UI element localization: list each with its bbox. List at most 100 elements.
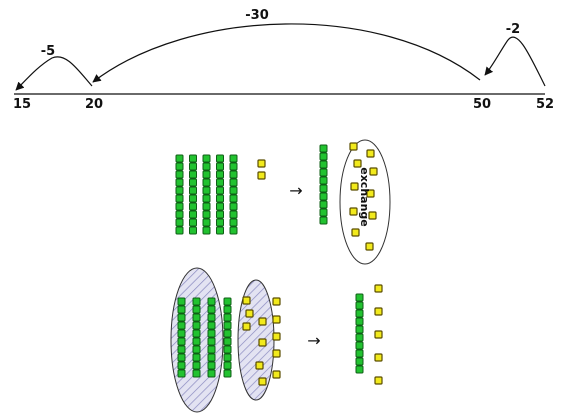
row1-start-group	[175, 154, 266, 235]
rod-cell	[216, 186, 224, 195]
rod-cell	[189, 226, 197, 235]
one-cube	[368, 211, 377, 220]
rod-cell	[189, 154, 197, 163]
one-cube	[374, 376, 383, 385]
ten-rod	[192, 297, 201, 378]
rod-cell	[229, 210, 238, 219]
rod-cell	[202, 226, 211, 235]
rod-cell	[207, 321, 216, 330]
row2-result-group	[355, 284, 383, 385]
rod-cell	[175, 186, 184, 195]
rod-cell	[216, 226, 224, 235]
tick-label-20: 20	[85, 97, 103, 112]
rod-cell	[319, 160, 328, 169]
rod-cell	[319, 208, 328, 217]
one-cube	[366, 189, 375, 198]
rod-cell	[216, 218, 224, 227]
rod-cell	[192, 353, 201, 362]
rod-cell	[216, 210, 224, 219]
one-cube	[272, 349, 281, 358]
one-cube	[258, 317, 267, 326]
rod-cell	[355, 333, 364, 342]
rod-cell	[355, 317, 364, 326]
one-cube	[351, 228, 360, 237]
rod-cell	[355, 301, 364, 310]
number-line: -2 -30 -5 15 20 50 52	[13, 8, 554, 112]
rod-cell	[229, 186, 238, 195]
rod-cell	[229, 178, 238, 187]
rod-cell	[177, 321, 186, 330]
ten-rod	[202, 154, 211, 235]
ten-rod	[319, 144, 328, 225]
one-cube	[374, 330, 383, 339]
rod-cell	[177, 369, 186, 378]
rod-cell	[189, 202, 197, 211]
rod-cell	[192, 345, 201, 354]
rod-cell	[175, 178, 184, 187]
rod-cell	[319, 184, 328, 193]
rod-cell	[175, 154, 184, 163]
rod-cell	[207, 369, 216, 378]
rod-cell	[189, 194, 197, 203]
rod-cell	[319, 200, 328, 209]
rod-cell	[202, 202, 211, 211]
rod-cell	[319, 176, 328, 185]
one-cube	[366, 149, 375, 158]
ten-rod	[229, 154, 238, 235]
rod-cell	[319, 168, 328, 177]
rod-cell	[207, 353, 216, 362]
exchange-label: exchange	[358, 167, 371, 227]
rod-cell	[207, 337, 216, 346]
row1-result-group: exchange	[319, 139, 391, 265]
rod-cell	[202, 186, 211, 195]
rod-cell	[223, 305, 232, 314]
rod-cell	[229, 202, 238, 211]
rod-cell	[223, 361, 232, 370]
rod-cell	[192, 305, 201, 314]
rod-cell	[223, 329, 232, 338]
rod-cell	[202, 210, 211, 219]
rod-cell	[223, 313, 232, 322]
rod-cell	[229, 218, 238, 227]
rod-cell	[216, 194, 224, 203]
one-cube	[353, 159, 362, 168]
rod-cell	[192, 361, 201, 370]
rod-cell	[319, 144, 328, 153]
rod-cell	[177, 305, 186, 314]
rod-cell	[177, 313, 186, 322]
one-cube	[272, 315, 281, 324]
ten-rod	[177, 297, 186, 378]
rod-cell	[207, 297, 216, 306]
one-cube	[374, 284, 383, 293]
one-cube	[245, 309, 254, 318]
jump-label-minus-5: -5	[41, 44, 55, 59]
rod-cell	[192, 329, 201, 338]
one-cube	[272, 297, 281, 306]
one-cube	[374, 353, 383, 362]
jump-label-minus-30: -30	[245, 8, 269, 23]
rod-cell	[223, 353, 232, 362]
rod-cell	[177, 345, 186, 354]
rod-cell	[202, 154, 211, 163]
rod-cell	[207, 361, 216, 370]
row2-start-group	[170, 267, 281, 413]
rod-cell	[189, 186, 197, 195]
rod-cell	[175, 226, 184, 235]
ten-rod	[175, 154, 184, 235]
rod-cell	[177, 297, 186, 306]
one-cube	[258, 377, 267, 386]
rod-cell	[202, 170, 211, 179]
one-cube	[257, 159, 266, 168]
rod-cell	[355, 325, 364, 334]
rod-cell	[319, 216, 328, 225]
tick-label-15: 15	[13, 97, 31, 112]
rod-cell	[319, 152, 328, 161]
jump-label-minus-2: -2	[506, 22, 520, 37]
rod-cell	[223, 297, 232, 306]
tick-label-52: 52	[536, 97, 554, 112]
rod-cell	[355, 357, 364, 366]
one-cube	[374, 307, 383, 316]
jump-arc-minus-2	[484, 36, 546, 87]
rod-cell	[189, 162, 197, 171]
